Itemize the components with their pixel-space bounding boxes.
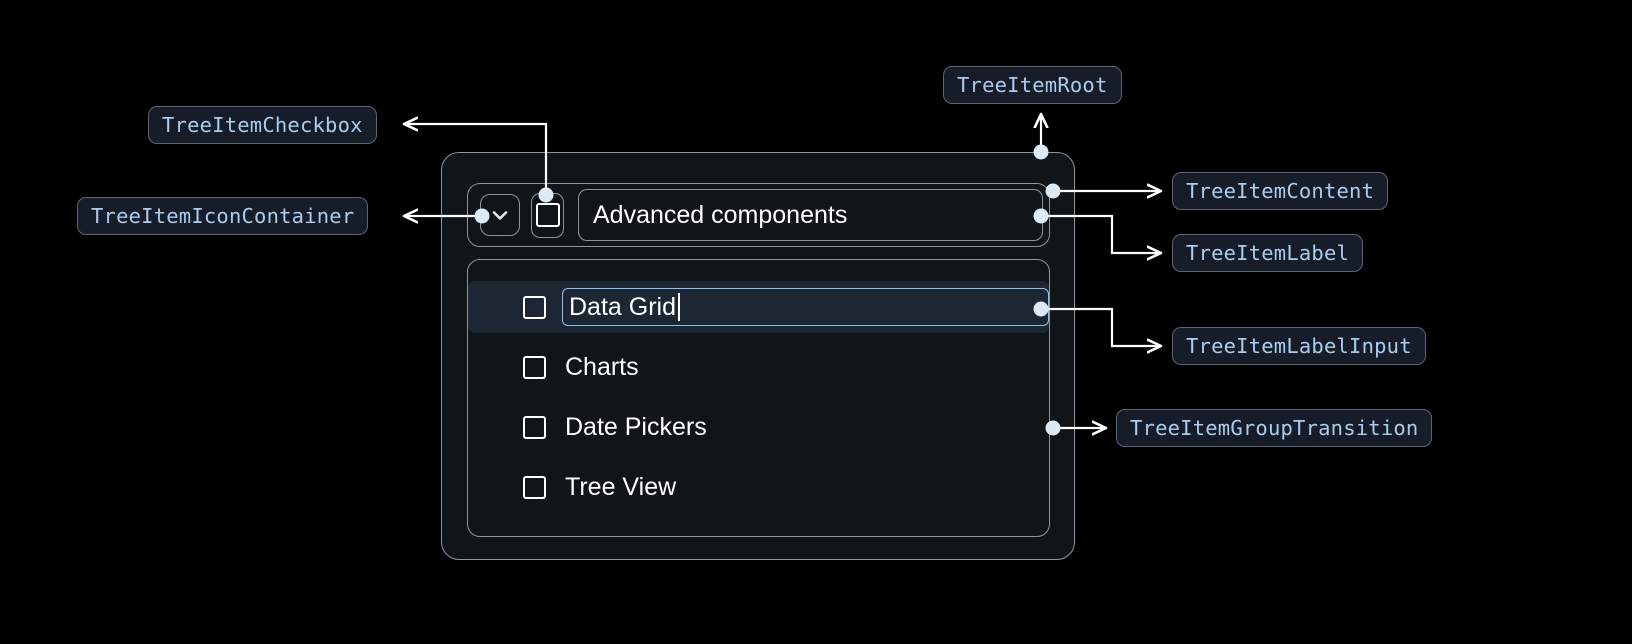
checkbox-square-icon <box>535 203 560 227</box>
tree-item-root[interactable]: Advanced components Data Grid Charts Dat… <box>441 152 1075 560</box>
text-caret <box>677 293 680 321</box>
checkbox-square-icon[interactable] <box>523 355 546 379</box>
tree-item-label-input-value: Data Grid <box>569 292 676 321</box>
tree-item-checkbox[interactable] <box>531 192 564 238</box>
tree-item-label-input[interactable]: Data Grid <box>562 288 1049 326</box>
annotation-chip-label: TreeItemIconContainer <box>91 204 355 228</box>
annotation-chip-tree-item-label: TreeItemLabel <box>1172 234 1364 272</box>
annotation-chip-label: TreeItemLabel <box>1186 241 1350 265</box>
tree-item-row-charts[interactable]: Charts <box>468 341 1049 393</box>
tree-item-group-transition: Data Grid Charts Date Pickers Tree View <box>467 259 1050 537</box>
annotation-chip-label: TreeItemCheckbox <box>162 113 363 137</box>
annotation-chip-label: TreeItemRoot <box>957 73 1108 97</box>
tree-item-label-text: Charts <box>565 352 639 381</box>
checkbox-square-icon[interactable] <box>523 295 546 319</box>
tree-item-content[interactable]: Advanced components <box>467 183 1050 247</box>
checkbox-square-icon[interactable] <box>523 475 546 499</box>
annotation-chip-label: TreeItemContent <box>1186 179 1375 203</box>
tree-item-label-text: Date Pickers <box>565 412 707 441</box>
annotation-chip-tree-item-icon-container: TreeItemIconContainer <box>77 197 369 235</box>
tree-item-label-text: Tree View <box>565 472 677 501</box>
tree-item-row-date-pickers[interactable]: Date Pickers <box>468 401 1049 453</box>
checkbox-square-icon[interactable] <box>523 415 546 439</box>
tree-item-row-tree-view[interactable]: Tree View <box>468 461 1049 513</box>
tree-item-label[interactable]: Advanced components <box>578 189 1043 241</box>
tree-item-label-text: Advanced components <box>593 200 848 229</box>
annotation-chip-tree-item-group-transition: TreeItemGroupTransition <box>1116 409 1433 447</box>
annotation-chip-label: TreeItemGroupTransition <box>1130 416 1419 440</box>
chevron-down-icon <box>488 203 512 227</box>
annotation-chip-tree-item-root: TreeItemRoot <box>943 66 1122 104</box>
annotation-chip-tree-item-label-input: TreeItemLabelInput <box>1172 327 1426 365</box>
annotation-chip-tree-item-content: TreeItemContent <box>1172 172 1389 210</box>
tree-item-row-data-grid[interactable]: Data Grid <box>468 281 1049 333</box>
tree-item-icon-container[interactable] <box>480 194 520 236</box>
annotation-chip-label: TreeItemLabelInput <box>1186 334 1412 358</box>
annotation-chip-tree-item-checkbox: TreeItemCheckbox <box>148 106 377 144</box>
